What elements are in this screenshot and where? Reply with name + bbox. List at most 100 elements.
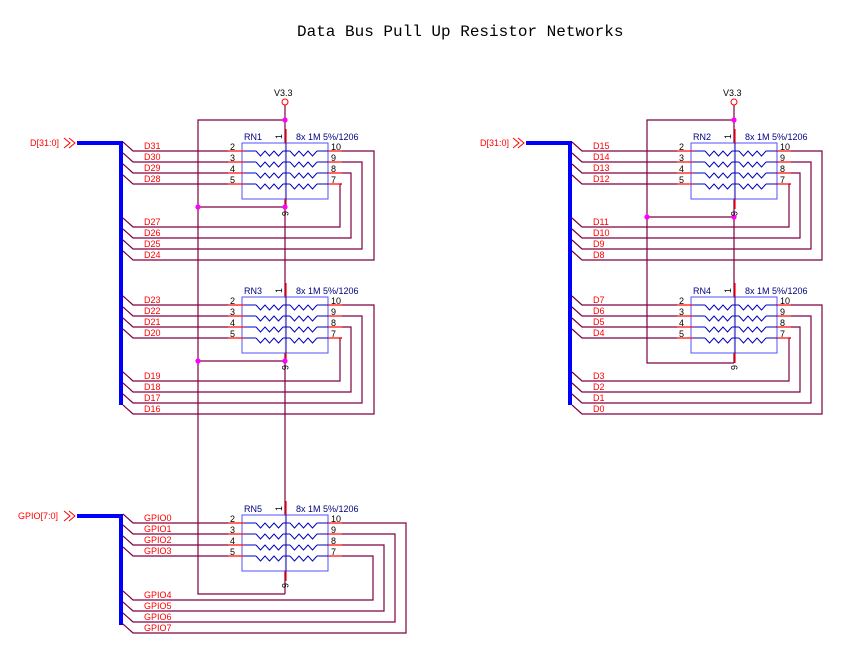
- power-label: V3.3: [274, 88, 293, 98]
- resistor-icon: [704, 183, 733, 190]
- pin-number: 3: [679, 153, 684, 163]
- pin-number: 2: [230, 296, 235, 306]
- pullup-common: [197, 119, 285, 595]
- pin-number: 1: [723, 134, 733, 139]
- rn2-body: [690, 142, 778, 200]
- data-bus-left: [77, 141, 123, 405]
- pin-number: 9: [331, 307, 336, 317]
- net-label: GPIO4: [144, 590, 172, 600]
- net-D16: [122, 304, 375, 415]
- resistor-icon: [289, 326, 318, 333]
- pin-number: 4: [679, 318, 684, 328]
- resistor-icon: [255, 172, 284, 179]
- junction-dot: [731, 214, 737, 220]
- pin-number: 2: [679, 142, 684, 152]
- pin-number: 5: [230, 175, 235, 185]
- junction-dot: [195, 358, 201, 364]
- pin-number: 3: [679, 307, 684, 317]
- resistor-icon: [738, 326, 767, 333]
- pin-number: 7: [331, 175, 336, 185]
- net-GPIO1: [122, 524, 228, 535]
- resistor-icon: [738, 304, 767, 311]
- net-label: D6: [593, 306, 605, 316]
- rn2-value: 8x 1M 5%/1206: [745, 132, 808, 142]
- net-D20: [122, 328, 228, 339]
- resistor-icon: [289, 522, 318, 529]
- pin-number: 4: [230, 164, 235, 174]
- pin-number: 6: [729, 365, 739, 370]
- resistor-icon: [738, 172, 767, 179]
- pin-number: 6: [280, 583, 290, 588]
- rn3-body: [241, 296, 329, 354]
- components: [195, 98, 791, 581]
- resistor-icon: [255, 533, 284, 540]
- junction-dot: [282, 204, 288, 210]
- net-label: D29: [144, 163, 161, 173]
- net-D12: [571, 174, 677, 185]
- pin-number: 7: [780, 329, 785, 339]
- rn5-body: [241, 514, 329, 572]
- pin-number: 5: [679, 175, 684, 185]
- bus-port-arrow-icon: [63, 510, 76, 522]
- resistor-icon: [289, 304, 318, 311]
- net-label: D30: [144, 152, 161, 162]
- net-D31: [122, 141, 228, 152]
- rn3-ref: RN3: [244, 286, 262, 296]
- net-D10: [571, 172, 801, 239]
- net-label: D23: [144, 295, 161, 305]
- net-label: D28: [144, 174, 161, 184]
- net-label: D4: [593, 328, 605, 338]
- net-label: D20: [144, 328, 161, 338]
- net-label: D14: [593, 152, 610, 162]
- net-label: D26: [144, 228, 161, 238]
- port-label-d-left: D[31:0]: [30, 138, 59, 148]
- net-D13: [571, 163, 677, 174]
- net-D24: [122, 150, 375, 261]
- resistor-icon: [289, 172, 318, 179]
- pin-number: 10: [331, 296, 341, 306]
- bus-port-arrow-icon: [512, 137, 525, 149]
- net-D23: [122, 295, 228, 306]
- pin-number: 6: [280, 211, 290, 216]
- net-label: D8: [593, 250, 605, 260]
- resistor-icon: [738, 315, 767, 322]
- pin-number: 4: [679, 164, 684, 174]
- pin-number: 10: [331, 142, 341, 152]
- net-GPIO6: [122, 533, 396, 623]
- rn2-ref: RN2: [693, 132, 711, 142]
- net-label: GPIO5: [144, 601, 172, 611]
- resistor-icon: [255, 326, 284, 333]
- pin-number: 8: [331, 318, 336, 328]
- net-D21: [122, 317, 228, 328]
- pin-number: 4: [230, 318, 235, 328]
- pin-number: 2: [679, 296, 684, 306]
- pullup-common: [646, 119, 734, 364]
- net-D17: [122, 315, 363, 404]
- net-D5: [571, 317, 677, 328]
- resistor-icon: [255, 555, 284, 562]
- net-D25: [122, 161, 363, 250]
- net-D9: [571, 161, 812, 250]
- net-label: D11: [593, 217, 609, 227]
- power-label: V3.3: [723, 88, 742, 98]
- resistor-icon: [289, 337, 318, 344]
- rn1-value: 8x 1M 5%/1206: [296, 132, 359, 142]
- pin-number: 8: [331, 536, 336, 546]
- pin-number: 6: [729, 211, 739, 216]
- rn1-body: [241, 142, 329, 200]
- pin-number: 10: [780, 296, 790, 306]
- pin-number: 8: [331, 164, 336, 174]
- net-D14: [571, 152, 677, 163]
- wires: [63, 105, 823, 634]
- net-label: D16: [144, 404, 161, 414]
- pin-number: 6: [280, 365, 290, 370]
- net-label: GPIO1: [144, 524, 172, 534]
- pin-number: 1: [274, 288, 284, 293]
- pin-number: 9: [331, 525, 336, 535]
- resistor-icon: [255, 150, 284, 157]
- pin-number: 3: [230, 307, 235, 317]
- pin-number: 3: [230, 153, 235, 163]
- rn5-value: 8x 1M 5%/1206: [296, 504, 359, 514]
- pin-number: 5: [230, 547, 235, 557]
